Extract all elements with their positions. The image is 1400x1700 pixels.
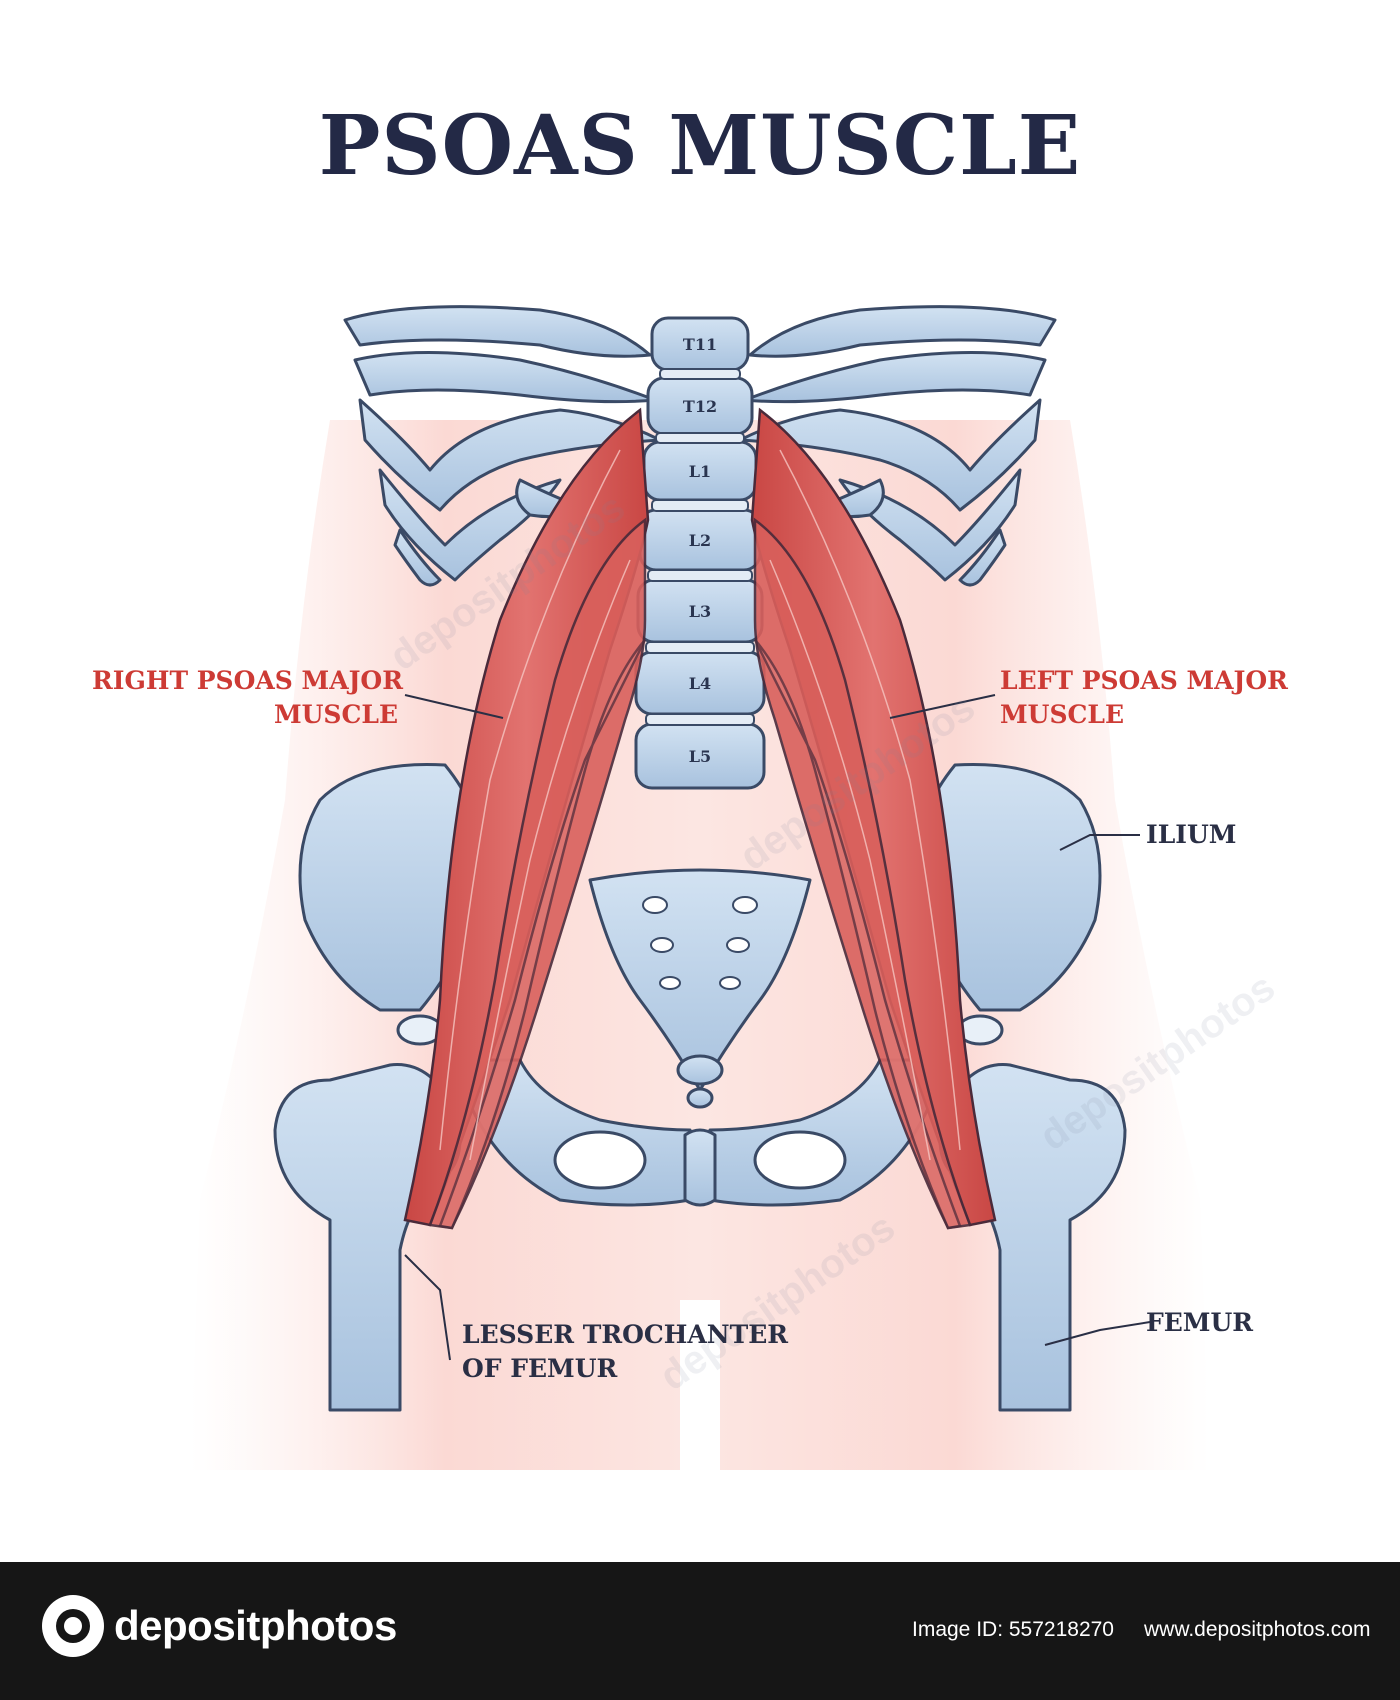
label-line: ILIUM <box>1146 820 1237 849</box>
anatomy-illustration: T11 T12 L1 L2 L3 L4 L5 <box>190 305 1210 1470</box>
sacrum <box>588 868 812 1092</box>
label-right-psoas-major: RIGHT PSOAS MAJOR MUSCLE <box>92 664 403 732</box>
vertebra-label: L4 <box>689 674 711 693</box>
label-line: RIGHT PSOAS MAJOR <box>92 666 403 695</box>
image-id: Image ID: 557218270 <box>912 1618 1114 1641</box>
vertebra-label: L3 <box>689 602 711 621</box>
label-left-psoas-major: LEFT PSOAS MAJOR MUSCLE <box>1000 664 1288 732</box>
label-femur: FEMUR <box>1146 1306 1253 1340</box>
brand-name[interactable]: depositphotos <box>114 1602 397 1649</box>
depositphotos-logo-icon[interactable] <box>42 1595 104 1657</box>
label-line: FEMUR <box>1146 1308 1254 1337</box>
right-psoas-major-muscle <box>403 407 650 1230</box>
vertebra-label: L1 <box>689 462 711 481</box>
vertebra-label: L2 <box>689 531 711 550</box>
label-lesser-trochanter: LESSER TROCHANTER OF FEMUR <box>462 1318 788 1386</box>
label-line: MUSCLE <box>273 700 398 729</box>
label-line: LESSER TROCHANTER <box>462 1320 789 1349</box>
leader-lines <box>404 694 1151 1361</box>
diagram-stage: T11 T12 L1 L2 L3 L4 L5 <box>92 98 1288 1470</box>
vertebra-labels: T11 T12 L1 L2 L3 L4 L5 <box>683 335 717 766</box>
label-line: LEFT PSOAS MAJOR <box>1000 666 1288 695</box>
vertebra-label: T11 <box>683 335 717 354</box>
site-url[interactable]: www.depositphotos.com <box>1144 1618 1371 1641</box>
vertebra-label: L5 <box>689 747 711 766</box>
label-line: OF FEMUR <box>462 1354 618 1383</box>
spine <box>634 316 766 790</box>
footer-bar: depositphotos Image ID: 557218270 www.de… <box>0 1562 1400 1700</box>
page-title: PSOAS MUSCLE <box>318 98 1082 194</box>
label-ilium: ILIUM <box>1146 818 1236 852</box>
left-psoas-major-muscle <box>750 407 997 1230</box>
label-line: MUSCLE <box>1000 700 1125 729</box>
pubic-symphysis <box>683 1128 717 1207</box>
vertebra-label: T12 <box>683 397 717 416</box>
